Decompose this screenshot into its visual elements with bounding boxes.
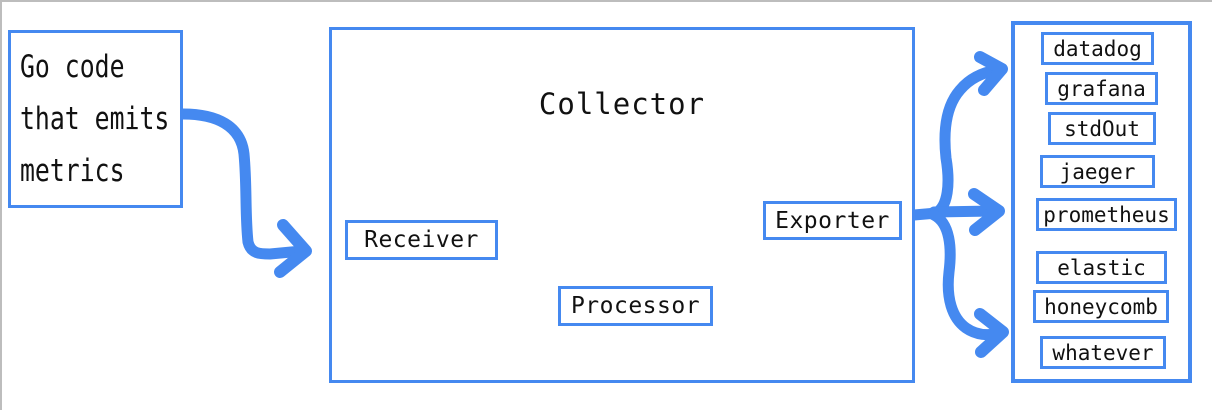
processor-box: Processor: [558, 286, 713, 326]
destination-prometheus: prometheus: [1036, 198, 1177, 231]
arrow-source-to-receiver: [177, 108, 312, 278]
destination-stdout: stdOut: [1048, 112, 1156, 145]
destination-grafana: grafana: [1045, 72, 1158, 105]
destination-label: elastic: [1057, 255, 1146, 280]
exporter-box: Exporter: [763, 201, 902, 240]
destination-label: jaeger: [1059, 159, 1136, 184]
processor-label: Processor: [570, 293, 701, 319]
destination-label: prometheus: [1043, 202, 1170, 227]
destination-whatever: whatever: [1040, 336, 1166, 369]
destination-label: grafana: [1057, 76, 1146, 101]
source-line-1: Go code: [20, 49, 125, 85]
arrow-exporter-to-destinations-top: [928, 51, 1008, 220]
destination-label: whatever: [1052, 340, 1154, 365]
arrow-exporter-to-destinations-bottom: [928, 209, 1009, 358]
arrow-exporter-fanout-stem: [908, 207, 943, 221]
receiver-box: Receiver: [345, 220, 498, 260]
destination-datadog: datadog: [1041, 32, 1154, 65]
exporter-label: Exporter: [775, 207, 890, 234]
destination-label: honeycomb: [1044, 294, 1158, 319]
destination-jaeger: jaeger: [1040, 155, 1155, 188]
destination-label: stdOut: [1064, 116, 1140, 141]
receiver-label: Receiver: [364, 227, 479, 253]
arrow-exporter-to-destinations-middle: [928, 188, 1005, 236]
destination-honeycomb: honeycomb: [1033, 290, 1169, 323]
destination-label: datadog: [1053, 36, 1142, 61]
source-line-2: that emits: [20, 101, 170, 137]
source-code-box: Go code that emits metrics: [8, 30, 183, 208]
source-line-3: metrics: [20, 153, 125, 189]
destination-elastic: elastic: [1036, 251, 1167, 284]
collector-title: Collector: [538, 87, 706, 121]
